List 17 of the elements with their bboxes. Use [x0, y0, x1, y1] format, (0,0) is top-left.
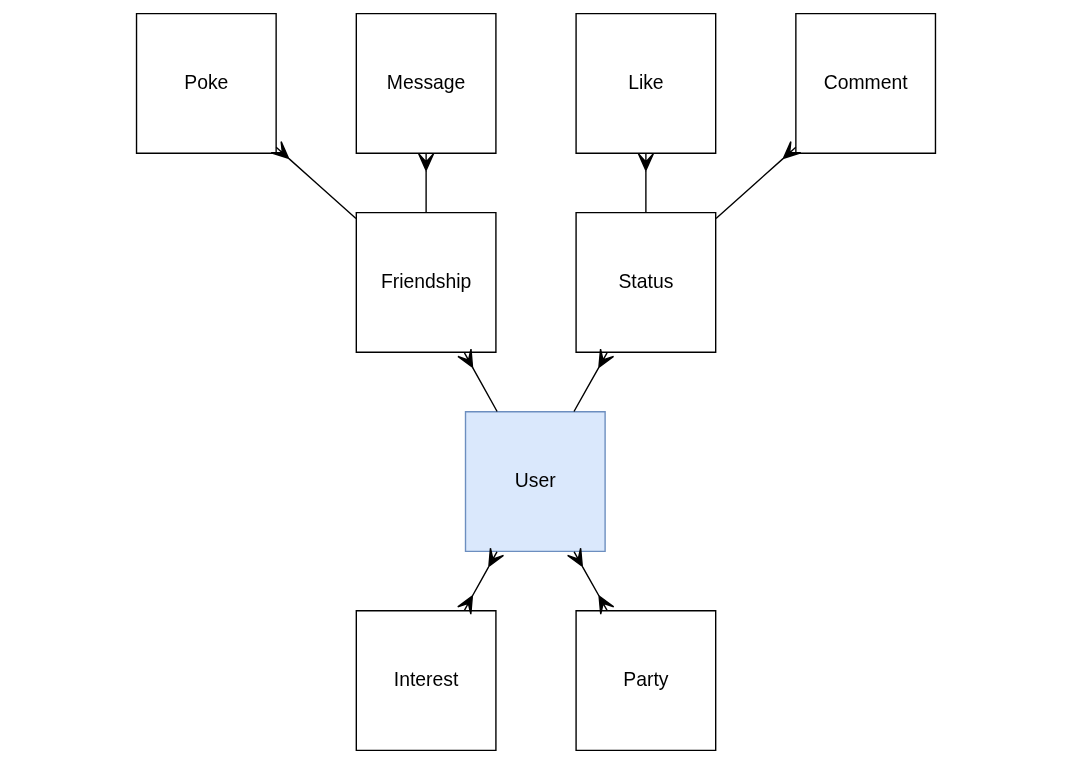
node-box: Interest	[355, 610, 497, 752]
node-box: Friendship	[355, 212, 497, 353]
node-box: Party	[575, 610, 717, 752]
connector	[270, 140, 357, 220]
connector	[457, 348, 498, 413]
node-box: Message	[355, 12, 497, 154]
node-box: Like	[575, 12, 717, 154]
node-box: User	[464, 411, 606, 553]
connector	[566, 547, 615, 615]
node-box: Poke	[135, 12, 277, 154]
node-box: Comment	[795, 12, 937, 154]
connector	[715, 140, 802, 220]
connector	[457, 547, 505, 615]
node-box: Status	[575, 212, 717, 353]
connector	[573, 348, 615, 413]
connector	[417, 153, 435, 214]
connector	[637, 153, 655, 214]
